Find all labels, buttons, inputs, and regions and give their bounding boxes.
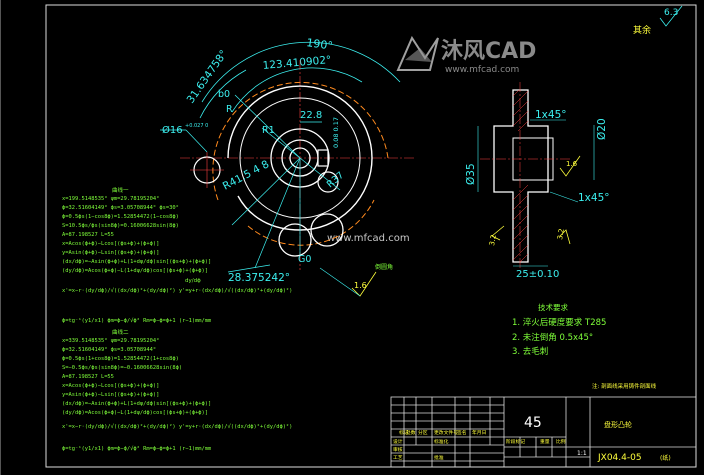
formula-top-line-2: ϕ=0.5ϕs(1−cos8ϕ)=1.52854472(1−cos8ϕ) (62, 214, 179, 220)
chamfer-top: 1x45° (535, 109, 567, 121)
tb-row-label-1: 处数 (406, 429, 416, 436)
formula-top-line-5: x=Acos(ϕ+ϕ)−Lcos[(ϕs+ϕ)+(ϕ+ϕ)] (62, 241, 159, 247)
roughness-other-label: 其余 (633, 24, 651, 36)
tb-weight: 重量 (540, 438, 550, 445)
watermark-url: www.mfcad.com (445, 65, 519, 75)
rough-side-16: 1.6 (566, 160, 578, 168)
formula-bottom-line-6: y=Asin(ϕ+ϕ)−Lsin[(ϕs+ϕ)+(ϕ+ϕ)] (62, 392, 159, 398)
rough-bottom-32: 3.2 (556, 228, 566, 240)
tb-designer: 设计 (393, 438, 403, 445)
dim-r41: R41.5 4 8 (221, 158, 271, 192)
formula-top-line-0: x=199.5148535° ψm=29.78195204° (62, 196, 159, 202)
technical-requirements: 技术要求 1. 淬火后硬度要求 T285 2. 未注倒角 0.5x45° 3. … (512, 302, 657, 390)
formula-top-line-8: (dy/dϕ)=Acos(ϕ+ϕ)−L(1+dψ/dϕ)cos[(ϕs+ϕ)+(… (62, 268, 208, 274)
label-r1: R1 (262, 125, 275, 136)
tb-row-label-5: 年月日 (472, 429, 486, 436)
watermark-center-url: www.mfcad.com (327, 233, 410, 244)
dim-25: 25±0.10 (516, 269, 559, 280)
roughness-value: 6.3 (664, 8, 678, 18)
formula-mid-line-1: ϕ=tg⁻¹(y1/x1) ϕm=ϕ−ϕ/√ϕ² Rm=ϕ−ϕ=ϕ+1 (r−1… (62, 317, 211, 324)
tb-process: 工艺 (393, 455, 403, 461)
formula-bottom-line-3: S=−0.5ϕs/ϕs(sin8ϕ)=−0.16006628sin(8ϕ) (62, 365, 182, 371)
label-b0: b0 (218, 89, 230, 100)
formula-mid-line-0: x'=x−r·(dy/dϕ)/√((dx/dϕ)²+(dy/dϕ)²) y'=y… (62, 287, 292, 294)
tb-drawing-no: JX04.4-05 (597, 453, 642, 463)
tb-sheet: 1:1 (577, 450, 587, 457)
title-block (390, 396, 697, 468)
notes-title: 技术要求 (538, 302, 568, 312)
dim-28: 28.375242° (228, 272, 290, 284)
title-block-text: 标记 处数 分区 更改文件号 签名 年月日 设计 审核 工艺 标准化 批准 阶段… (393, 415, 671, 463)
formula-last-line-1: ϕ=tg⁻¹(y1/x1) ϕm=ϕ−ϕ/√ϕ² Rm=ϕ−ϕ=ϕ+1 (r−1… (62, 445, 211, 452)
tb-row-label-2: 分区 (418, 429, 428, 436)
label-g0: G0 (298, 254, 311, 265)
cam-side-view: 1x45° 1x45° Ø35 Ø20 25±0.10 1.6 3.2 3.2 (465, 82, 610, 280)
formula-last-line-0: x'=x−r·(dy/dϕ)/√((dx/dϕ)²+(dy/dϕ)²) y'=y… (62, 423, 292, 430)
watermark-brand: 沐风CAD (441, 39, 536, 64)
tb-ratio: 比例 (556, 438, 566, 445)
tb-standard: 标准化 (434, 438, 449, 445)
formula-bottom-line-5: x=Acos(ϕ+ϕ)−Lcos[(ϕs+ϕ)+(ϕ+ϕ)] (62, 383, 159, 389)
label-r37: R37 (325, 170, 346, 190)
notes-item-2: 2. 未注倒角 0.5x45° (512, 332, 593, 343)
tb-row-label-0: 标记 (399, 429, 409, 436)
notes-item-3: 3. 去毛刺 (512, 346, 548, 357)
dim-small-tol: 0.08 0.17 (332, 117, 340, 148)
formula-bottom-line-7: (dx/dϕ)=−Asin(ϕ+ϕ)+L(1+dψ/dϕ)sin[(ϕs+ϕ)+… (62, 401, 211, 407)
formula-top-line-1: ϕ=32.51604149° ϕs=3.05708944° ϕs=30° (62, 205, 179, 211)
svg-text:曲线一: 曲线一 (112, 186, 129, 194)
dim-123: 123.410902° (262, 54, 332, 72)
dim-angle-190: 190° (306, 36, 334, 53)
tb-row-label-4: 签名 (457, 429, 467, 436)
roughness-symbol-corner: 6.3 其余 (633, 5, 683, 36)
notes-item-1: 1. 淬火后硬度要求 T285 (512, 317, 606, 328)
formula-bottom-line-4: A=87.198527 L=55 (62, 374, 114, 380)
formula-top-line-3: S=10.5ϕs/ϕs(sin8ϕ)=0.16006628sin(8ϕ) (62, 223, 179, 229)
mfcad-logo-icon (396, 35, 439, 71)
tb-part-name: 盘形凸轮 (604, 420, 632, 429)
dim-hole-tol: +0.027 0 (185, 123, 208, 129)
formula-top-line-7: (dx/dϕ)=−Asin(ϕ+ϕ)+L(1+dψ/dϕ)sin[(ϕs+ϕ)+… (62, 259, 211, 265)
rough-1-6: 1.6 (354, 281, 367, 290)
dim-dia-35: Ø35 (465, 163, 477, 185)
tb-row-label-3: 更改文件号 (434, 429, 458, 436)
tb-approve: 批准 (434, 454, 444, 461)
formula-bottom-line-0: x=339.5148535° ψm=29.78195204° (62, 338, 159, 344)
formula-block: 曲线一 x=199.5148535° ψm=29.78195204° ϕ=32.5… (62, 186, 292, 452)
watermark: 沐风CAD www.mfcad.com www.mfcad.com (327, 35, 536, 244)
tb-drawing-suffix: (纸) (660, 454, 671, 462)
dim-dia-20: Ø20 (596, 118, 608, 140)
formula-bottom-line-2: ϕ=0.5ϕs(1+cos8ϕ)=1.52854472(1+cos8ϕ) (62, 356, 179, 362)
formula-top-line-6: y=Asin(ϕ+ϕ)−Lsin[(ϕs+ϕ)+(ϕ+ϕ)] (62, 250, 159, 256)
notes-bottom: 注: 剖面线采用铸件剖面线 (592, 382, 657, 390)
tb-stage: 阶段标记 (506, 438, 525, 445)
chamfer-bottom: 1x45° (578, 192, 610, 204)
label-r: R (226, 104, 233, 115)
svg-text:曲线二: 曲线二 (112, 328, 129, 336)
dim-22-8: 22.8 (300, 110, 322, 121)
svg-text:dy/dϕ: dy/dϕ (185, 278, 201, 284)
formula-bottom-line-8: (dy/dϕ)=Acos(ϕ+ϕ)−L(1+dψ/dϕ)cos[(ϕs+ϕ)+(… (62, 410, 208, 416)
tb-checker: 审核 (393, 446, 403, 453)
tb-scale: 45 (524, 415, 542, 431)
rough-side-32: 3.2 (488, 234, 498, 246)
formula-bottom-line-1: ϕ=32.51604149° ϕs=3.05708944° (62, 347, 156, 353)
rough-label: 倒圆角 (375, 263, 393, 271)
formula-top-line-4: A=87.198527 L=55 (62, 232, 114, 238)
dim-hole: Ø16 (162, 124, 183, 136)
cam-front-view: 190° 123.410902° 31.634758° (160, 36, 415, 297)
